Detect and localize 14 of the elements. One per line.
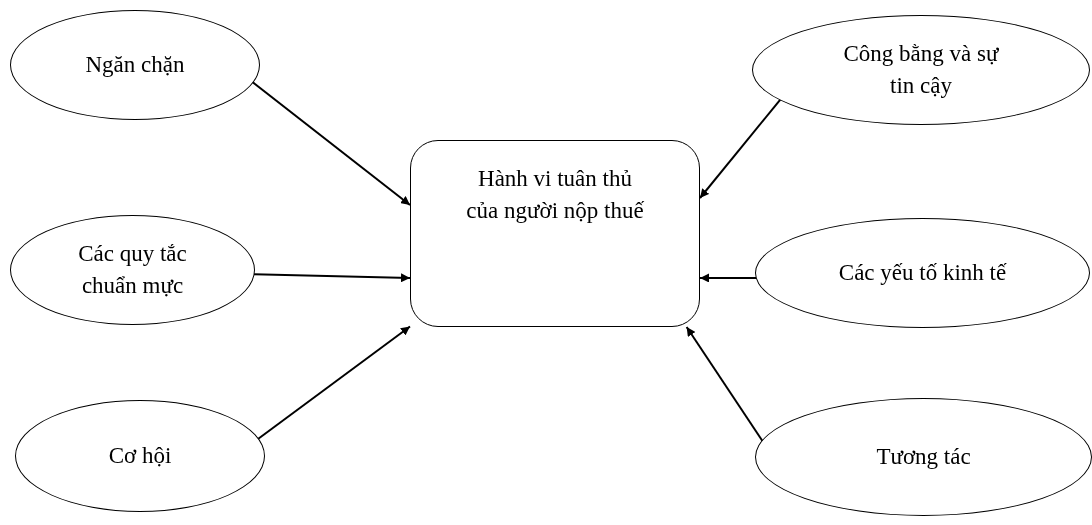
arrow	[256, 325, 411, 441]
node-label: Công bằng và sự tin cậy	[842, 39, 1000, 100]
arrow	[699, 273, 758, 283]
node-label: Hành vi tuân thủ của người nộp thuế	[465, 165, 645, 226]
node-label: Tương tác	[876, 442, 971, 471]
rounded-box	[410, 140, 700, 327]
arrow	[699, 98, 782, 199]
arrow	[251, 81, 411, 206]
arrow	[685, 326, 764, 443]
arrow	[252, 273, 411, 283]
node-label: Ngăn chặn	[85, 50, 185, 79]
node-label: Các quy tắc chuẩn mực	[77, 239, 188, 300]
node-label: Cơ hội	[108, 441, 172, 470]
node-label: Các yếu tố kinh tế	[838, 258, 1007, 287]
